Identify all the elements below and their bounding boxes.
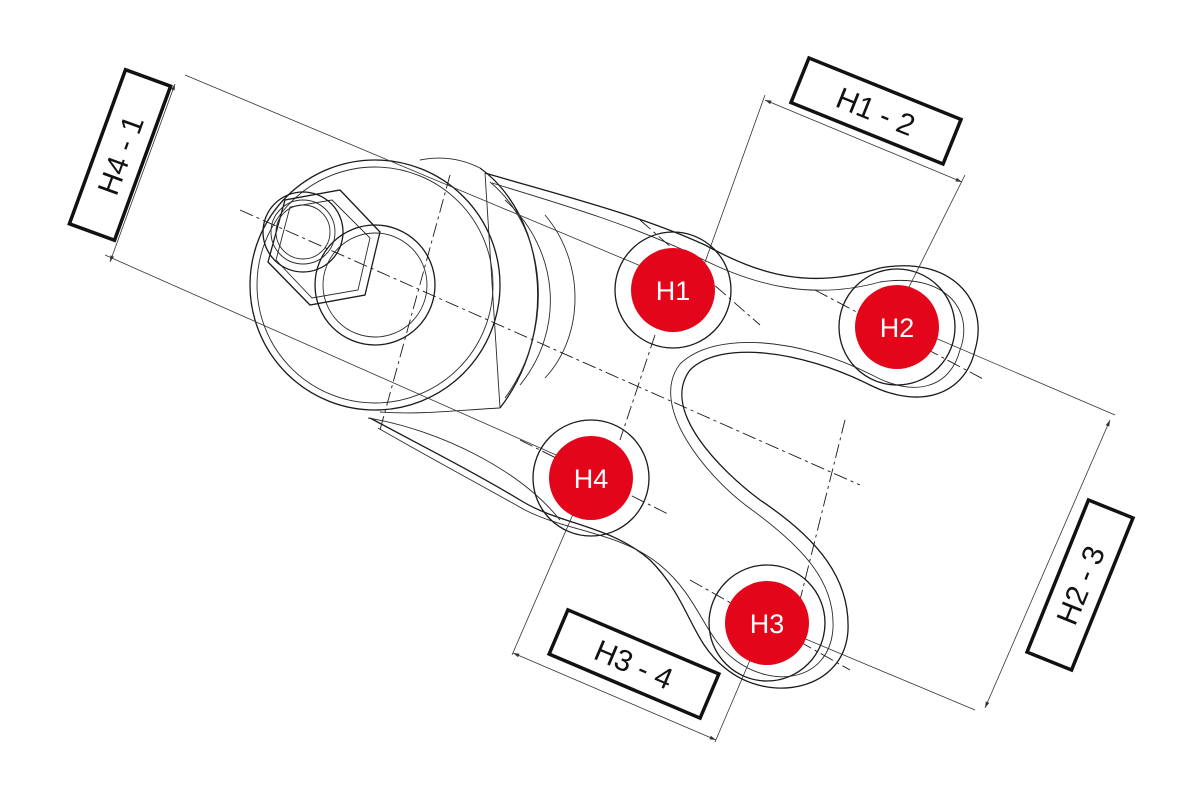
- hole-label-h2: H2: [880, 313, 915, 343]
- hole-h1: H1: [614, 231, 732, 349]
- stud-nut: [262, 189, 436, 346]
- hole-h2: H2: [838, 268, 956, 386]
- ball-housing: [249, 157, 576, 521]
- flange-plate: [369, 172, 979, 689]
- hole-label-h4: H4: [574, 464, 609, 494]
- dimension-label-h1-h2: H1 - 2: [788, 55, 964, 167]
- hole-marker-h1: [631, 248, 715, 332]
- hole-label-h3: H3: [750, 609, 785, 639]
- hole-h3: H3: [708, 564, 826, 682]
- dimension-label-h2-h3: H2 - 3: [1024, 497, 1136, 673]
- hole-marker-h4: [549, 436, 633, 520]
- hole-marker-h3: [725, 581, 809, 665]
- centre-lines: [239, 174, 986, 671]
- dimension-label-h4-h1: H4 - 1: [67, 67, 173, 243]
- hole-marker-h2: [855, 285, 939, 369]
- hole-label-h1: H1: [656, 276, 691, 306]
- hole-h4: H4: [532, 419, 650, 537]
